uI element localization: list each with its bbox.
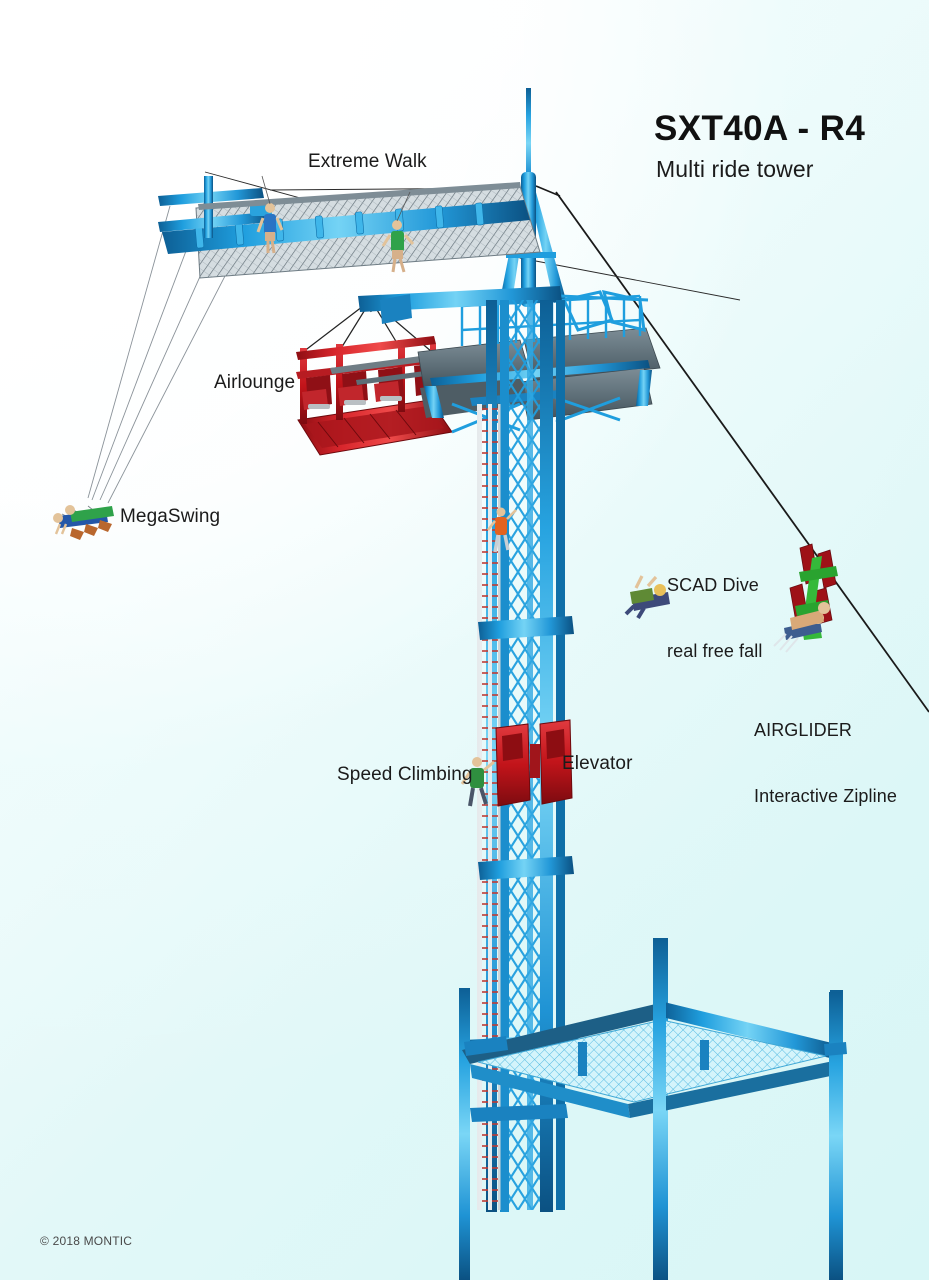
label-airglider-line2: Interactive Zipline: [754, 785, 897, 806]
label-elevator: Elevator: [562, 753, 633, 774]
label-scad-dive-line2: real free fall: [667, 640, 763, 661]
climber-tower-upper: [486, 507, 517, 553]
extreme-walk: [158, 176, 541, 279]
scad-dive-faller: [624, 575, 670, 620]
zipline-launch-gate: [559, 289, 649, 332]
label-scad-dive-line1: SCAD Dive: [667, 574, 759, 595]
megaswing-riders: [53, 505, 114, 540]
page-subtitle: Multi ride tower: [656, 156, 814, 182]
page-title: SXT40A - R4: [654, 109, 866, 148]
label-extreme-walk: Extreme Walk: [308, 151, 427, 172]
rider-extreme-walk-2: [381, 191, 415, 273]
airlounge-gondola: [296, 336, 453, 456]
zipline-cable: [535, 185, 929, 713]
climber-speed-climbing: [460, 757, 495, 807]
label-airglider: AIRGLIDER Interactive Zipline: [754, 676, 897, 852]
label-megaswing: MegaSwing: [120, 506, 221, 527]
label-scad-dive: SCAD Dive real free fall: [667, 531, 762, 707]
airglider: [773, 543, 838, 653]
label-airlounge: Airlounge: [214, 372, 296, 393]
label-speed-climbing: Speed Climbing: [337, 764, 473, 785]
base-net-structure: [459, 938, 847, 1280]
rider-extreme-walk-1: [256, 175, 284, 254]
elevator-cabins: [495, 719, 573, 807]
copyright-notice: © 2018 MONTIC: [40, 1234, 133, 1248]
label-airglider-line1: AIRGLIDER: [754, 719, 852, 740]
